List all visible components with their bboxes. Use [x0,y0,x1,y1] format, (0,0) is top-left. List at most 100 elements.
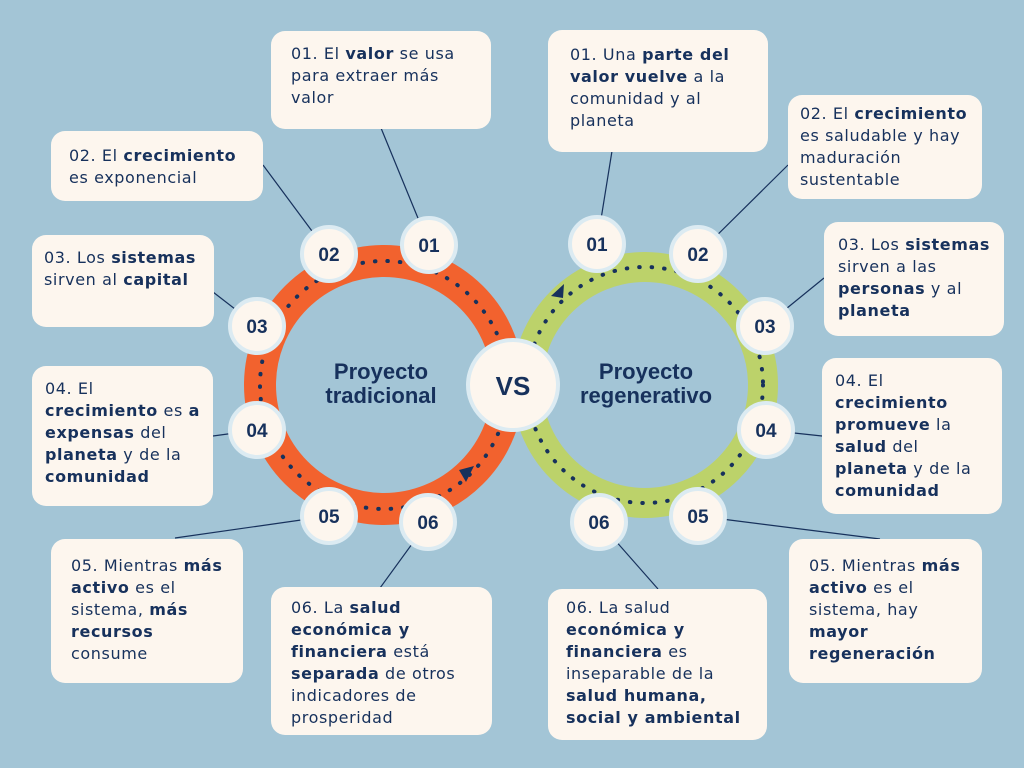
badge-circle [228,401,286,459]
regenerative-title-line2: regenerativo [580,383,712,408]
card-text: de otros indicadores de prosperidad [291,664,456,727]
regenerative-card-06: 06. La salud económica y financiera es i… [548,589,767,740]
card-text-bold: salud [835,437,887,456]
card-text-bold: planeta [835,459,908,478]
badge-circle [737,401,795,459]
card-text: del [886,437,919,456]
card-text: es el sistema, hay [809,578,919,619]
card-text: es [157,401,189,420]
card-text-bold: crecimiento [123,146,237,165]
badge-circle [400,216,458,274]
traditional-card-03: 03. Los sistemas sirven al capital [32,235,214,327]
regenerative-badge-01: 01 [568,215,626,273]
traditional-arrow-icon [459,466,474,482]
regenerative-title-line1: Proyecto [599,359,693,384]
traditional-badge-02: 02 [300,225,358,283]
regenerative-badge-06: 06 [570,493,628,551]
card-text-bold: planeta [45,445,118,464]
badge-number: 01 [586,235,608,256]
badge-circle [300,225,358,283]
card-text-bold: más activo [809,556,961,597]
card-text: 01. Una [570,45,643,64]
card-text-bold: separada [291,664,380,683]
badge-number: 03 [754,317,775,338]
card-text: 05. Mientras [71,556,184,575]
card-text: del [134,423,167,442]
card-text-bold: valor [345,44,394,63]
badge-circle [570,493,628,551]
card-text: 02. El [800,104,855,123]
regenerative-badge-04: 04 [737,401,795,459]
badge-number: 04 [246,421,268,442]
regenerative-dotted-path [525,265,765,505]
regenerative-badge-05: 05 [669,487,727,545]
card-text: y de la [907,459,972,478]
card-text-bold: personas [838,279,926,298]
traditional-title-line2: tradicional [325,383,436,408]
badge-number: 04 [755,421,777,442]
card-text: sirven a las [838,257,937,276]
card-text-bold: crecimiento promueve [835,393,948,434]
card-text: 01. El [291,44,346,63]
traditional-card-05: 05. Mientras más activo es el sistema, m… [51,539,243,683]
card-text: a la comunidad y al planeta [570,67,726,130]
badge-number: 02 [318,245,339,266]
card-text: 04. El [45,379,94,398]
badge-number: 02 [687,245,708,266]
card-text-bold: planeta [838,301,911,320]
card-text: consume [71,644,148,663]
card-text: es el sistema, [71,578,176,619]
card-text-bold: parte del valor vuelve [570,45,730,86]
card-text-bold: mayor regeneración [809,622,936,663]
number-badges: 01 02 03 04 05 06 01 02 03 04 05 06 [228,215,795,551]
card-text-bold: a expensas [45,401,201,442]
regenerative-card-02: 02. El crecimiento es saludable y hay ma… [788,95,982,199]
regenerative-card-04: 04. El crecimiento promueve la salud del… [822,358,1002,514]
badge-circle [669,225,727,283]
card-text: está [387,642,430,661]
traditional-card-06: 06. La salud económica y financiera está… [271,587,492,735]
connector-line [697,515,881,540]
card-text-bold: crecimiento [854,104,968,123]
badge-circle [568,215,626,273]
badge-number: 01 [418,236,440,257]
card-text-bold: sistemas [111,248,197,267]
card-text-bold: sistemas [905,235,991,254]
card-text: 06. La [291,598,350,617]
regenerative-card-01: 01. Una parte del valor vuelve a la comu… [548,30,768,152]
vs-badge [466,338,560,432]
regenerative-card-05: 05. Mientras más activo es el sistema, h… [789,539,982,683]
badge-circle [228,297,286,355]
traditional-title: Proyecto tradicional [325,359,436,408]
card-text: 05. Mientras [809,556,922,575]
traditional-badge-04: 04 [228,401,286,459]
card-text-bold: salud humana, social y ambiental [566,686,741,727]
badge-number: 06 [588,513,609,534]
badge-circle [399,493,457,551]
badge-number: 03 [246,317,267,338]
card-text: 03. Los [44,248,112,267]
card-text: se usa para extraer más valor [291,44,455,107]
traditional-badge-06: 06 [399,493,457,551]
card-text-bold: comunidad [45,467,150,486]
card-text: 02. El [69,146,124,165]
traditional-badge-05: 05 [300,487,358,545]
card-text: es exponencial [69,168,198,187]
regenerative-badge-02: 02 [669,225,727,283]
card-text: 03. Los [838,235,906,254]
regenerative-title: Proyecto regenerativo [580,359,712,408]
traditional-badge-03: 03 [228,297,286,355]
card-text-bold: económica y financiera [566,620,685,661]
card-text: es inseparable de la [566,642,715,683]
card-text: y al [925,279,963,298]
card-text-bold: capital [123,270,189,289]
card-text-bold: comunidad [835,481,940,500]
regenerative-card-03: 03. Los sistemas sirven a las personas y… [824,222,1004,336]
card-text: 04. El [835,371,884,390]
traditional-card-04: 04. El crecimiento es a expensas del pla… [32,366,213,506]
card-text: la [930,415,952,434]
traditional-badge-01: 01 [400,216,458,274]
card-text-bold: más recursos [71,600,188,641]
badge-circle [300,487,358,545]
